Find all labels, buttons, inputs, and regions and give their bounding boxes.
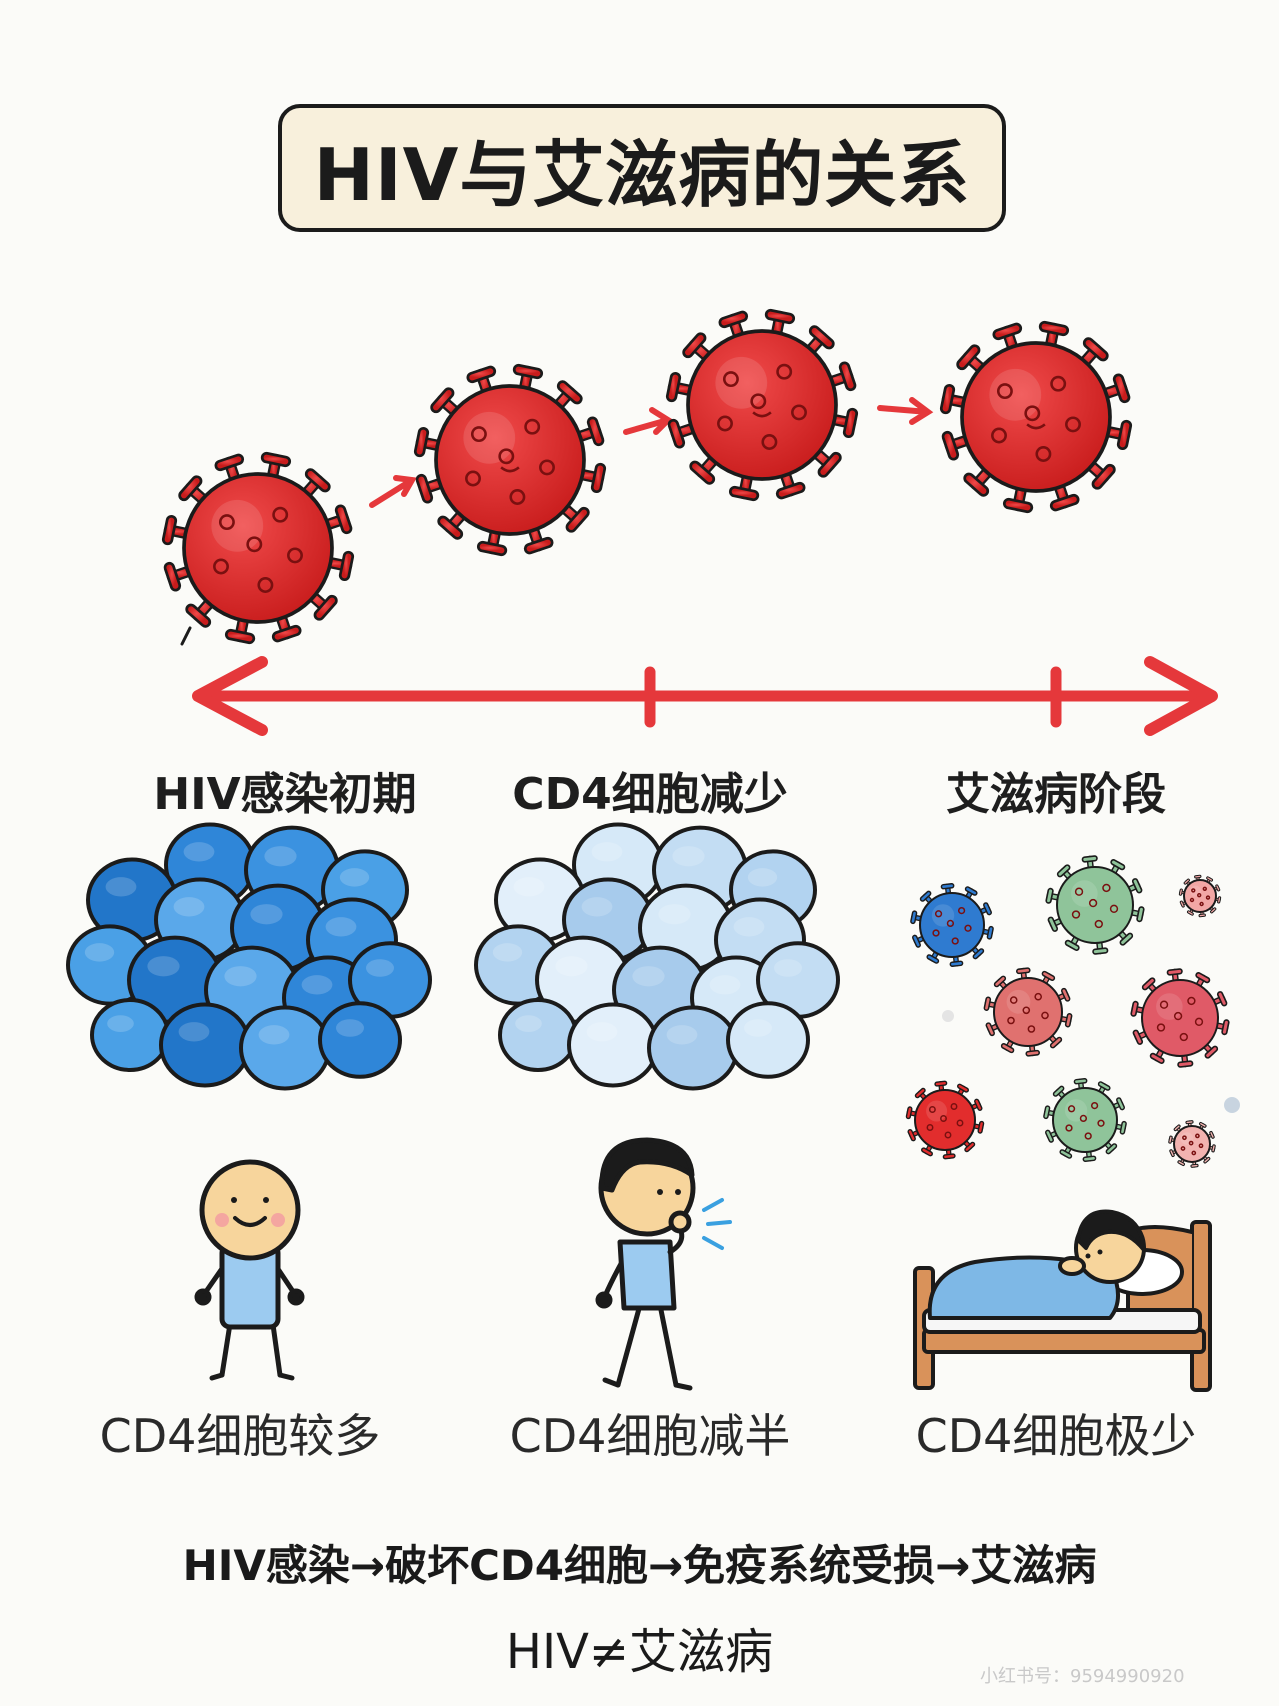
cd4-cell-cluster-half xyxy=(474,822,840,1091)
virus-icon xyxy=(413,363,607,557)
caption-cd4-decline: CD4细胞减半 xyxy=(509,1409,791,1463)
caption-early: CD4细胞较多 xyxy=(99,1409,381,1463)
stage-label-cd4-decline: CD4细胞减少 xyxy=(512,769,788,820)
pathogen-icon xyxy=(1168,1120,1216,1168)
pathogen-icon xyxy=(910,883,994,967)
pathogen-icon xyxy=(1043,1078,1127,1162)
healthy-person xyxy=(194,1159,305,1381)
bedridden-person xyxy=(913,1209,1212,1392)
key-note: HIV≠艾滋病 xyxy=(505,1624,774,1680)
progress-arrow xyxy=(369,475,417,508)
pathogen-icon xyxy=(905,1080,985,1160)
particle-icon xyxy=(942,1010,954,1022)
timeline-arrow xyxy=(192,656,1218,736)
pathogen-icon xyxy=(1178,874,1222,918)
progress-arrow xyxy=(623,407,673,435)
pathogen-icon xyxy=(983,967,1073,1057)
progress-arrow xyxy=(877,397,934,425)
particle-icon xyxy=(1224,1097,1240,1113)
progression-chain: HIV感染→破坏CD4细胞→免疫系统受损→艾滋病 xyxy=(182,1541,1097,1590)
virus-icon xyxy=(161,451,355,645)
watermark: 小红书号：9594990920 xyxy=(980,1666,1185,1687)
page-title: HIV与艾滋病的关系 xyxy=(313,132,971,217)
stage-label-early: HIV感染初期 xyxy=(153,769,417,820)
virus-icon xyxy=(665,308,859,502)
cd4-cell-cluster-many xyxy=(66,822,432,1091)
caption-aids: CD4细胞极少 xyxy=(915,1409,1197,1463)
pathogen-icon xyxy=(1130,968,1230,1068)
virus-icon xyxy=(939,320,1133,514)
stage-label-aids: 艾滋病阶段 xyxy=(946,769,1166,820)
title-box: HIV与艾滋病的关系 xyxy=(278,104,1006,232)
coughing-person xyxy=(595,1137,732,1391)
pathogen-icon xyxy=(1045,855,1145,955)
